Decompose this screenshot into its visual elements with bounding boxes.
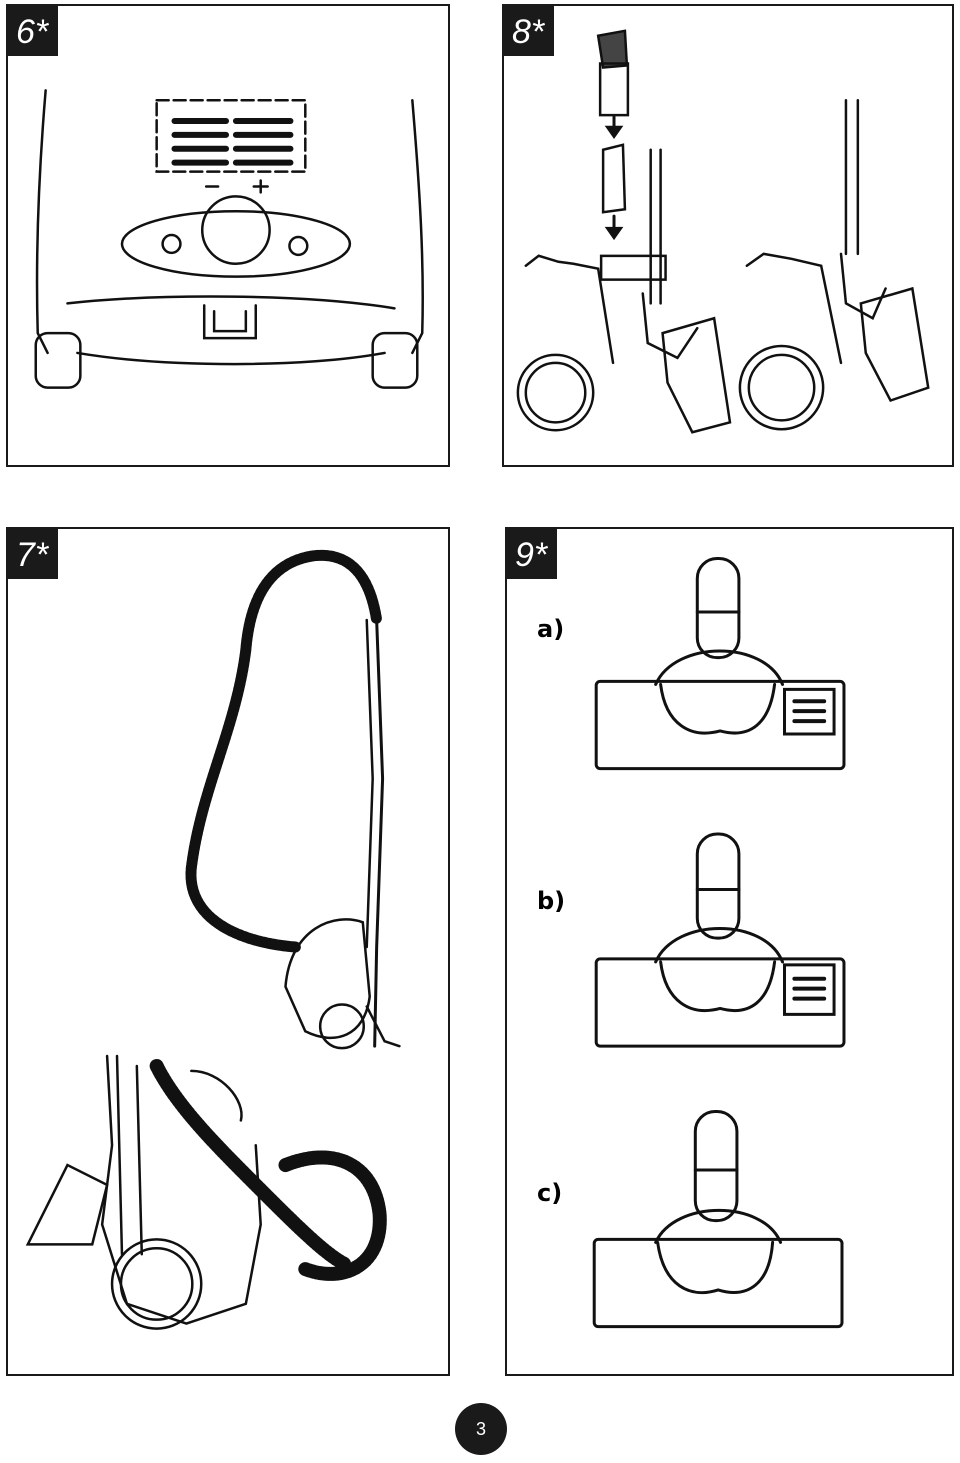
panel-7: 7* <box>6 527 450 1376</box>
page-number: 3 <box>455 1403 507 1455</box>
panel-7-tag: 7* <box>8 529 59 579</box>
nozzle-b-drawing <box>596 834 844 1046</box>
panel-8-tag: 8* <box>504 6 555 56</box>
label-a: a) <box>537 615 565 643</box>
vacuum-storage-illustration <box>8 529 448 1374</box>
floor-nozzle-settings-illustration <box>507 529 952 1374</box>
label-c: c) <box>537 1179 563 1207</box>
nozzle-c-drawing <box>594 1112 842 1327</box>
vacuum-top-view-illustration <box>8 6 448 465</box>
panel-6: 6* <box>6 4 450 467</box>
panel-9: 9* a) b) c) <box>505 527 954 1376</box>
crevice-tool-attachment-illustration <box>504 6 952 465</box>
panel-9-tag: 9* <box>507 529 558 579</box>
panel-8: 8* <box>502 4 954 467</box>
panel-6-tag: 6* <box>8 6 59 56</box>
label-b: b) <box>537 887 566 915</box>
nozzle-a-drawing <box>596 559 844 769</box>
